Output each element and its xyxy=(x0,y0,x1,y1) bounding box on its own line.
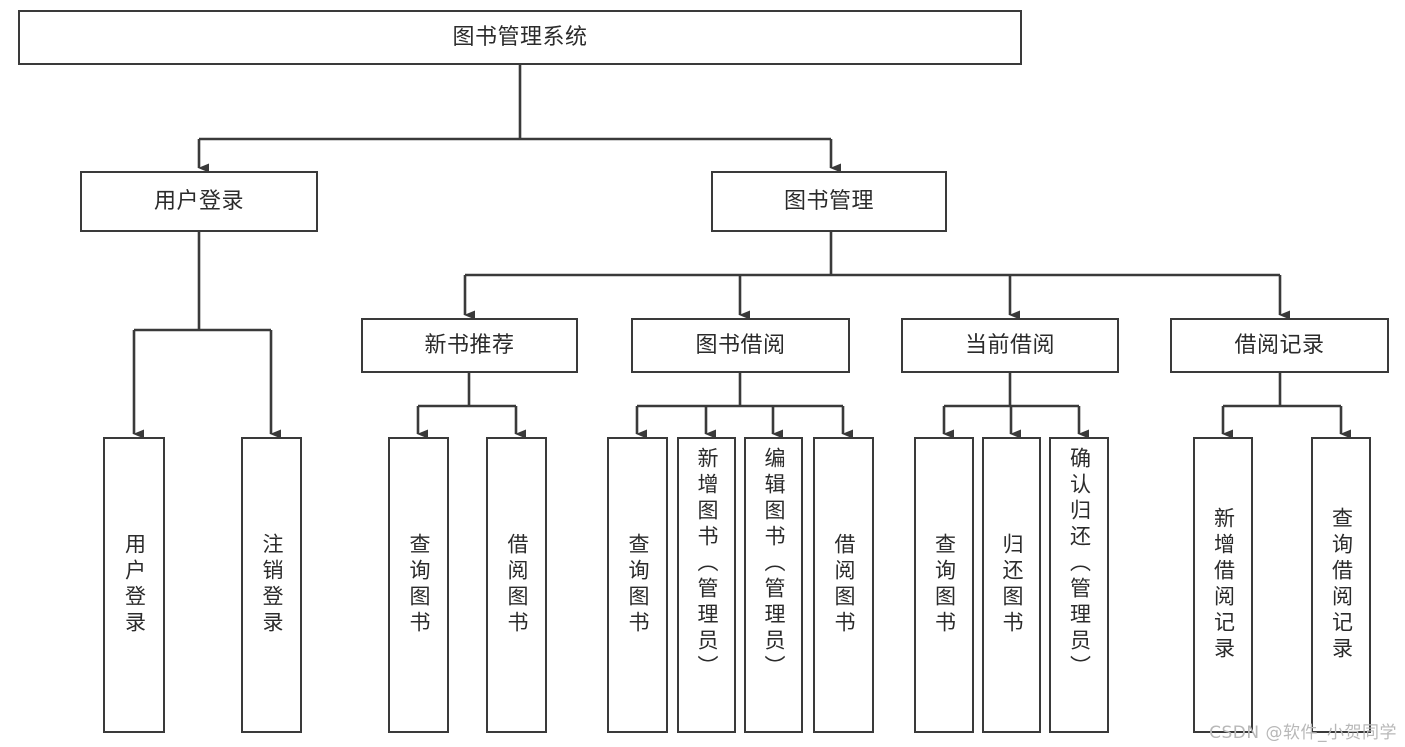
leaf-borrow-add-book-admin[interactable]: 新增图书（管理员） xyxy=(677,437,736,733)
node-root-label: 图书管理系统 xyxy=(452,24,588,50)
node-book-borrow-label: 图书借阅 xyxy=(695,332,786,358)
leaf-user-login-login-label: 用户登录 xyxy=(122,533,147,637)
leaf-user-login-logout[interactable]: 注销登录 xyxy=(241,437,302,733)
leaf-newbook-query-book-label: 查询图书 xyxy=(407,533,431,637)
node-book-borrow[interactable]: 图书借阅 xyxy=(631,318,850,373)
leaf-current-query-book-label: 查询图书 xyxy=(932,533,957,637)
leaf-borrow-query-book[interactable]: 查询图书 xyxy=(607,437,668,733)
leaf-current-confirm-return-admin[interactable]: 确认归还（管理员） xyxy=(1049,437,1109,733)
leaf-newbook-borrow-book[interactable]: 借阅图书 xyxy=(486,437,547,733)
leaf-newbook-borrow-book-label: 借阅图书 xyxy=(505,533,529,637)
node-root-book-management-system[interactable]: 图书管理系统 xyxy=(18,10,1022,65)
leaf-user-login-logout-label: 注销登录 xyxy=(260,533,284,637)
node-current-borrow[interactable]: 当前借阅 xyxy=(901,318,1119,373)
node-current-borrow-label: 当前借阅 xyxy=(964,332,1055,358)
leaf-current-confirm-return-admin-label: 确认归还（管理员） xyxy=(1067,447,1092,681)
node-user-login-label: 用户登录 xyxy=(153,188,244,214)
node-book-management-label: 图书管理 xyxy=(783,188,874,214)
node-borrow-record[interactable]: 借阅记录 xyxy=(1170,318,1389,373)
leaf-borrow-borrow-book-label: 借阅图书 xyxy=(832,533,856,637)
leaf-record-add-record-label: 新增借阅记录 xyxy=(1211,507,1236,663)
leaf-borrow-add-book-admin-label: 新增图书（管理员） xyxy=(695,447,719,681)
leaf-borrow-borrow-book[interactable]: 借阅图书 xyxy=(813,437,874,733)
leaf-current-return-book-label: 归还图书 xyxy=(1000,533,1024,637)
leaf-record-query-record[interactable]: 查询借阅记录 xyxy=(1311,437,1371,733)
leaf-borrow-edit-book-admin-label: 编辑图书（管理员） xyxy=(762,447,786,681)
leaf-user-login-login[interactable]: 用户登录 xyxy=(103,437,165,733)
leaf-newbook-query-book[interactable]: 查询图书 xyxy=(388,437,449,733)
node-user-login[interactable]: 用户登录 xyxy=(80,171,318,232)
leaf-current-query-book[interactable]: 查询图书 xyxy=(914,437,974,733)
leaf-borrow-query-book-label: 查询图书 xyxy=(626,533,650,637)
leaf-record-add-record[interactable]: 新增借阅记录 xyxy=(1193,437,1253,733)
leaf-borrow-edit-book-admin[interactable]: 编辑图书（管理员） xyxy=(744,437,803,733)
node-new-book-recommend-label: 新书推荐 xyxy=(424,332,515,358)
node-new-book-recommend[interactable]: 新书推荐 xyxy=(361,318,578,373)
leaf-record-query-record-label: 查询借阅记录 xyxy=(1329,507,1354,663)
node-borrow-record-label: 借阅记录 xyxy=(1234,332,1325,358)
node-book-management[interactable]: 图书管理 xyxy=(711,171,947,232)
leaf-current-return-book[interactable]: 归还图书 xyxy=(982,437,1041,733)
